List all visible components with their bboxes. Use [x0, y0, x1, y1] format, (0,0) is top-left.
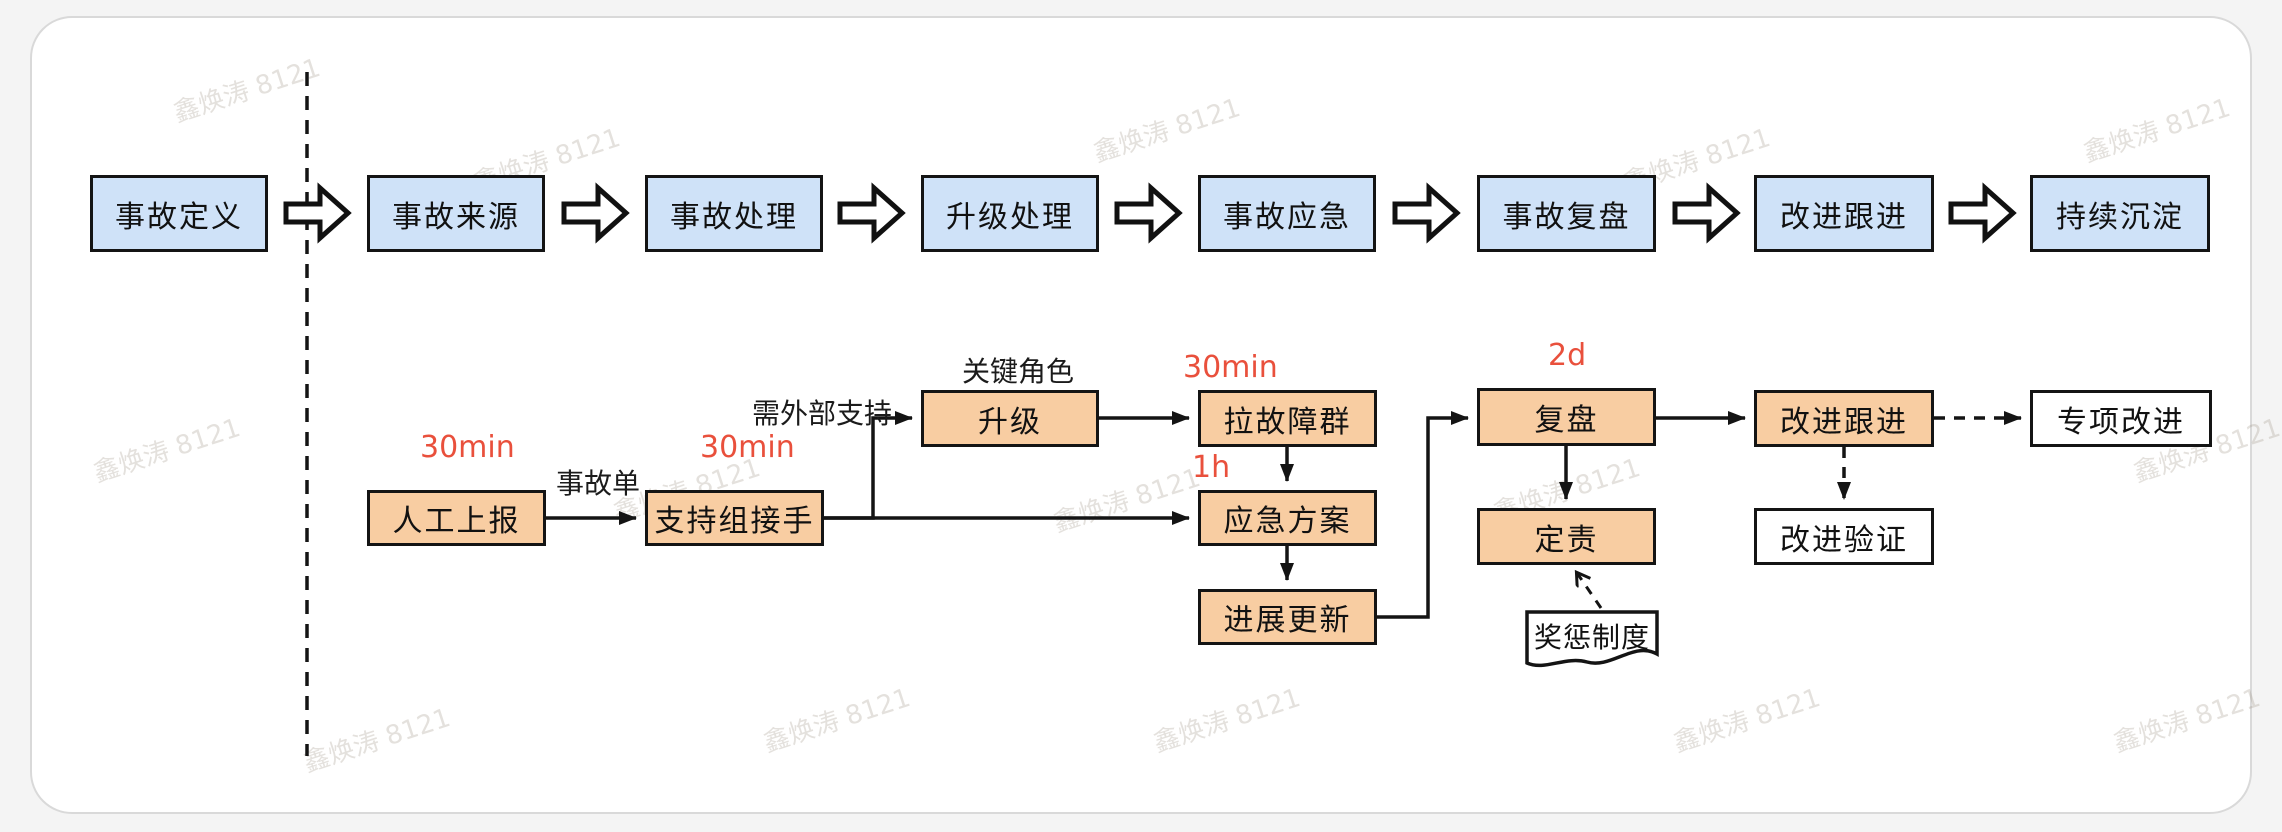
node-review: 复盘 [1477, 388, 1656, 446]
stage-escalation-handling: 升级处理 [921, 175, 1099, 252]
stage-continuous-deposit: 持续沉淀 [2030, 175, 2210, 252]
stage-incident-definition: 事故定义 [90, 175, 268, 252]
sla-label-incident-group: 30min [1183, 350, 1278, 385]
node-reward-policy: 奖惩制度 [1533, 621, 1650, 654]
edge-label-need-external: 需外部支持 [752, 397, 893, 430]
node-accountability: 定责 [1477, 508, 1656, 565]
edge-label-incident-ticket: 事故单 [556, 467, 641, 500]
node-progress-update: 进展更新 [1198, 589, 1377, 645]
edge-label-key-role: 关键角色 [962, 355, 1075, 388]
sla-label-support: 30min [700, 430, 795, 465]
sla-label-review: 2d [1548, 338, 1587, 373]
node-improve-verify: 改进验证 [1754, 508, 1934, 565]
node-escalate: 升级 [921, 390, 1099, 447]
stage-incident-review: 事故复盘 [1477, 175, 1656, 252]
node-special-improve: 专项改进 [2030, 390, 2212, 447]
node-support-takeover: 支持组接手 [645, 490, 824, 546]
sla-label-manual-report: 30min [420, 430, 515, 465]
stage-improvement-follow: 改进跟进 [1754, 175, 1934, 252]
stage-incident-emergency: 事故应急 [1198, 175, 1376, 252]
node-improve-follow: 改进跟进 [1754, 390, 1934, 447]
sla-label-emergency-plan: 1h [1192, 450, 1231, 485]
node-incident-group: 拉故障群 [1198, 390, 1377, 447]
stage-incident-source: 事故来源 [367, 175, 545, 252]
stage-incident-handling: 事故处理 [645, 175, 823, 252]
node-emergency-plan: 应急方案 [1198, 490, 1377, 546]
node-manual-report: 人工上报 [367, 490, 546, 546]
